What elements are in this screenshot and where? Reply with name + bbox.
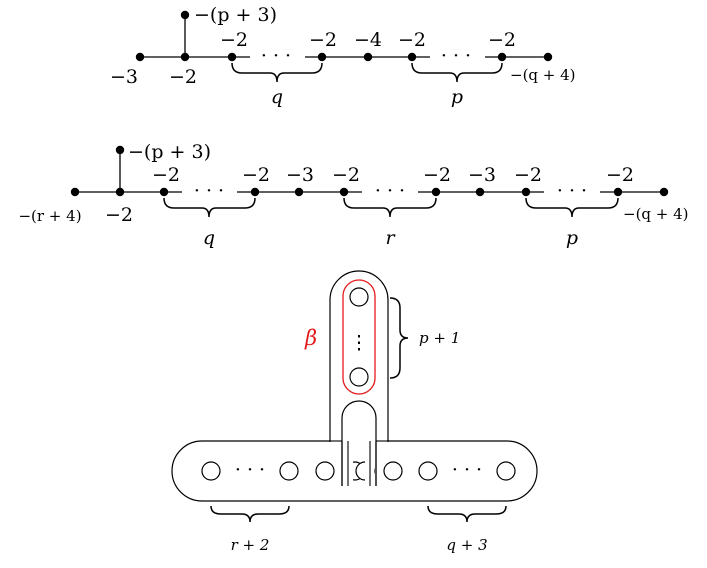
hole	[496, 461, 516, 481]
brace	[163, 197, 256, 218]
weight-label: −2	[423, 164, 451, 186]
brace	[343, 197, 437, 218]
beta-label: β	[304, 326, 317, 350]
ellipsis: · · ·	[452, 459, 482, 481]
ellipsis: · · ·	[557, 180, 587, 202]
vertical-band	[329, 270, 389, 442]
brace	[427, 505, 507, 523]
vertex	[659, 187, 669, 197]
weight-label: −2	[398, 29, 426, 51]
vertex	[115, 187, 125, 197]
brace-label: r	[385, 227, 396, 249]
weight-label: −2	[152, 164, 180, 186]
vertex	[475, 187, 485, 197]
vertex	[159, 187, 169, 197]
surface-diagram: ⋮ β p + 1 · · · · · · r + 2 q + 3	[171, 270, 538, 554]
weight-label: −(q + 4)	[510, 66, 576, 84]
weight-label: −3	[110, 66, 138, 88]
weight-label: −2	[606, 164, 634, 186]
vertex	[497, 52, 507, 62]
weight-label: −2	[332, 164, 360, 186]
weight-label: −3	[286, 164, 314, 186]
weight-label: −2	[105, 204, 133, 226]
weight-label: −(p + 3)	[194, 4, 277, 26]
brace	[210, 505, 290, 523]
weight-label: −2	[514, 164, 542, 186]
weight-label: −2	[488, 29, 516, 51]
brace	[231, 62, 323, 83]
ellipsis: · · ·	[261, 45, 291, 67]
vertex	[521, 187, 531, 197]
brace-label: r + 2	[231, 536, 270, 554]
hole	[349, 287, 369, 307]
hole	[418, 461, 438, 481]
vertex	[407, 52, 417, 62]
vertex	[180, 10, 190, 20]
ellipsis: · · ·	[441, 45, 471, 67]
weight-label: −2	[242, 164, 270, 186]
vertex	[339, 187, 349, 197]
weight-label: −(p + 3)	[128, 141, 211, 163]
vertex	[135, 52, 145, 62]
brace-label: q + 3	[446, 536, 487, 554]
ellipsis: · · ·	[194, 180, 224, 202]
weight-label: −3	[468, 164, 496, 186]
weight-label: −2	[169, 66, 197, 88]
brace-label: q	[203, 227, 215, 249]
ellipsis: · · ·	[235, 459, 265, 481]
vertical-ellipsis: ⋮	[350, 332, 369, 354]
weight-label: −2	[220, 29, 248, 51]
hole	[279, 461, 299, 481]
weight-label: −(r + 4)	[18, 207, 81, 225]
brace-label: p	[451, 86, 463, 108]
ellipsis: · · ·	[375, 180, 405, 202]
hole	[201, 461, 221, 481]
hole	[383, 461, 403, 481]
vertex	[613, 187, 623, 197]
weight-label: −4	[354, 29, 382, 51]
weight-label: −(q + 4)	[623, 205, 689, 223]
brace-label: p	[566, 227, 578, 249]
vertex	[227, 52, 237, 62]
vertex	[250, 187, 260, 197]
weight-label: −2	[309, 29, 337, 51]
brace-label: q	[271, 86, 283, 108]
vertex	[294, 187, 304, 197]
vertex	[363, 52, 373, 62]
hole	[349, 367, 369, 387]
brace	[411, 62, 503, 83]
brace	[389, 297, 409, 379]
vertex	[431, 187, 441, 197]
hole	[315, 461, 335, 481]
brace	[525, 197, 619, 218]
vertex	[70, 187, 80, 197]
vertex	[180, 52, 190, 62]
plumbing-graph-1: −(p + 3) −3 −2 −2 −2 −4 −2 −2 · · · · · …	[110, 4, 576, 108]
beta-curve	[342, 279, 376, 395]
vertex	[317, 52, 327, 62]
vertex	[543, 52, 553, 62]
vertex	[115, 145, 125, 155]
brace-label: p + 1	[419, 329, 460, 347]
plumbing-graph-2: −(p + 3) −(r + 4) −2 −2 −2 −3 −2 −2 −3 −…	[18, 141, 688, 249]
